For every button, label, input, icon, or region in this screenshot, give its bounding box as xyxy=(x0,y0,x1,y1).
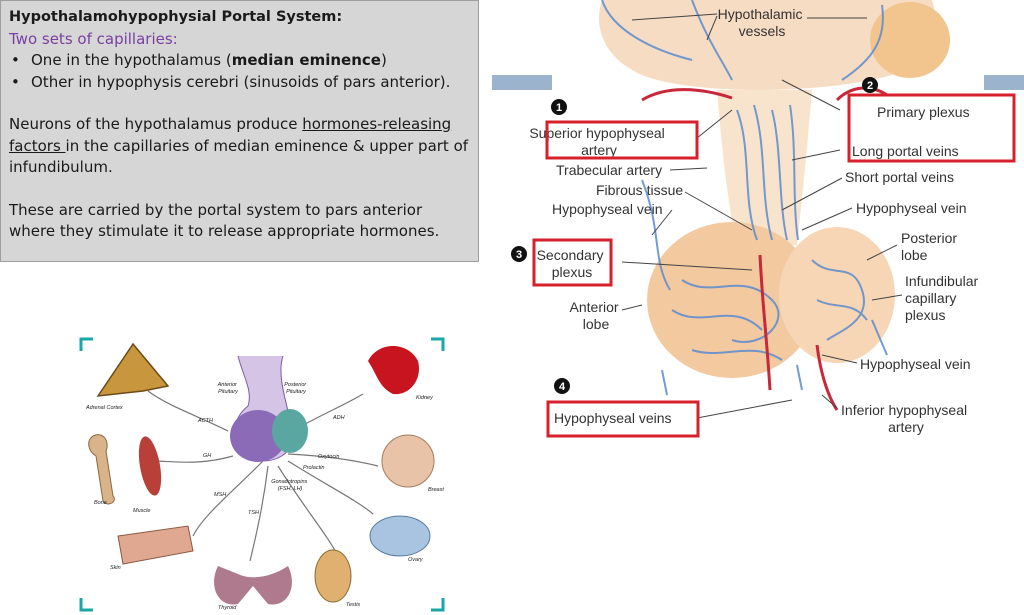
highlight-box-hypophyseal-veins xyxy=(546,400,700,438)
paragraph-neurons: Neurons of the hypothalamus produce horm… xyxy=(9,115,469,176)
label-acth: ACTH xyxy=(197,418,213,424)
label-superior-hypophyseal-artery: Superior hypophyseal artery xyxy=(529,125,668,158)
bone-illustration xyxy=(88,434,115,505)
thyroid-illustration xyxy=(214,566,292,605)
anterior-pituitary-shape xyxy=(230,410,286,462)
marker-4: 4 xyxy=(554,378,570,394)
svg-text:1: 1 xyxy=(556,102,562,114)
label-infundibular-capillary-plexus: Infundibular capillary plexus xyxy=(905,273,982,323)
label-bone: Bone xyxy=(94,500,107,506)
label-inferior-hypophyseal-artery: Inferior hypophyseal artery xyxy=(841,402,971,435)
label-anterior-pituitary: Anterior Pituitary xyxy=(217,382,240,395)
label-gonadotropins: Gonadotropins (FSH, LH) xyxy=(271,479,309,492)
label-tsh: TSH xyxy=(248,510,259,516)
label-secondary-plexus: Secondary plexus xyxy=(537,247,608,280)
label-testis: Testis xyxy=(346,602,360,608)
marker-1: 1 xyxy=(551,99,567,115)
highlight-box-superior-artery xyxy=(545,120,699,160)
paragraph-portal: These are carried by the portal system t… xyxy=(9,200,440,241)
label-posterior-pituitary: Posterior Pituitary xyxy=(284,382,308,395)
list-item: One in the hypothalamus (median eminence… xyxy=(11,50,470,72)
label-ovary: Ovary xyxy=(408,557,424,563)
svg-text:3: 3 xyxy=(516,249,522,261)
label-posterior-lobe: Posterior lobe xyxy=(901,230,961,263)
label-trabecular-artery: Trabecular artery xyxy=(556,162,662,178)
svg-text:2: 2 xyxy=(867,80,873,92)
skin-illustration xyxy=(117,525,194,565)
label-gh: GH xyxy=(203,453,211,459)
label-adh: ADH xyxy=(332,415,345,421)
breast-illustration xyxy=(381,434,435,488)
textbox-title: Hypothalamohypophysial Portal System: xyxy=(9,9,343,25)
label-adrenal-cortex: Adrenal Cortex xyxy=(85,405,123,411)
label-anterior-lobe: Anterior lobe xyxy=(570,299,623,332)
label-hypophyseal-veins: Hypophyseal veins xyxy=(554,410,672,426)
label-msh: MSH xyxy=(214,492,226,498)
marker-3: 3 xyxy=(511,246,527,262)
label-short-portal-veins: Short portal veins xyxy=(845,169,954,185)
label-muscle: Muscle xyxy=(133,508,150,514)
label-thyroid: Thyroid xyxy=(218,605,237,611)
ovary-illustration xyxy=(369,515,431,557)
hormone-targets-diagram: Anterior Pituitary Posterior Pituitary A… xyxy=(79,337,445,612)
label-long-portal-veins: Long portal veins xyxy=(852,143,959,159)
svg-text:4: 4 xyxy=(559,381,566,393)
highlight-box-primary-plexus xyxy=(847,93,1016,163)
textbox-subtitle: Two sets of capillaries: xyxy=(9,29,178,48)
testis-illustration xyxy=(314,549,352,603)
label-prolactin: Prolactin xyxy=(303,465,324,471)
adrenal-cortex-illustration xyxy=(96,342,170,397)
label-hypophyseal-vein-right: Hypophyseal vein xyxy=(856,200,967,216)
label-oxytocin: Oxytocin xyxy=(318,454,339,460)
list-item: Other in hypophysis cerebri (sinusoids o… xyxy=(11,72,470,94)
frame-corners xyxy=(79,337,445,612)
capillary-list: One in the hypothalamus (median eminence… xyxy=(9,50,470,93)
highlight-box-secondary-plexus xyxy=(532,238,613,287)
label-primary-plexus: Primary plexus xyxy=(877,104,970,120)
description-textbox: Hypothalamohypophysial Portal System: Tw… xyxy=(0,0,479,262)
label-hypophyseal-vein-lower: Hypophyseal vein xyxy=(860,356,971,372)
label-fibrous-tissue: Fibrous tissue xyxy=(596,182,683,198)
label-hypophyseal-vein-left: Hypophyseal vein xyxy=(552,201,663,217)
posterior-pituitary-shape xyxy=(272,409,308,453)
label-breast: Breast xyxy=(428,487,444,493)
marker-2: 2 xyxy=(862,77,878,93)
muscle-illustration xyxy=(138,436,162,496)
kidney-illustration xyxy=(368,346,419,395)
label-hypothalamic-vessels: Hypothalamic vessels xyxy=(718,6,807,39)
portal-system-diagram: Hypothalamic vessels Primary plexus Supe… xyxy=(492,0,1024,438)
label-kidney: Kidney xyxy=(416,395,434,401)
label-skin: Skin xyxy=(110,565,121,571)
